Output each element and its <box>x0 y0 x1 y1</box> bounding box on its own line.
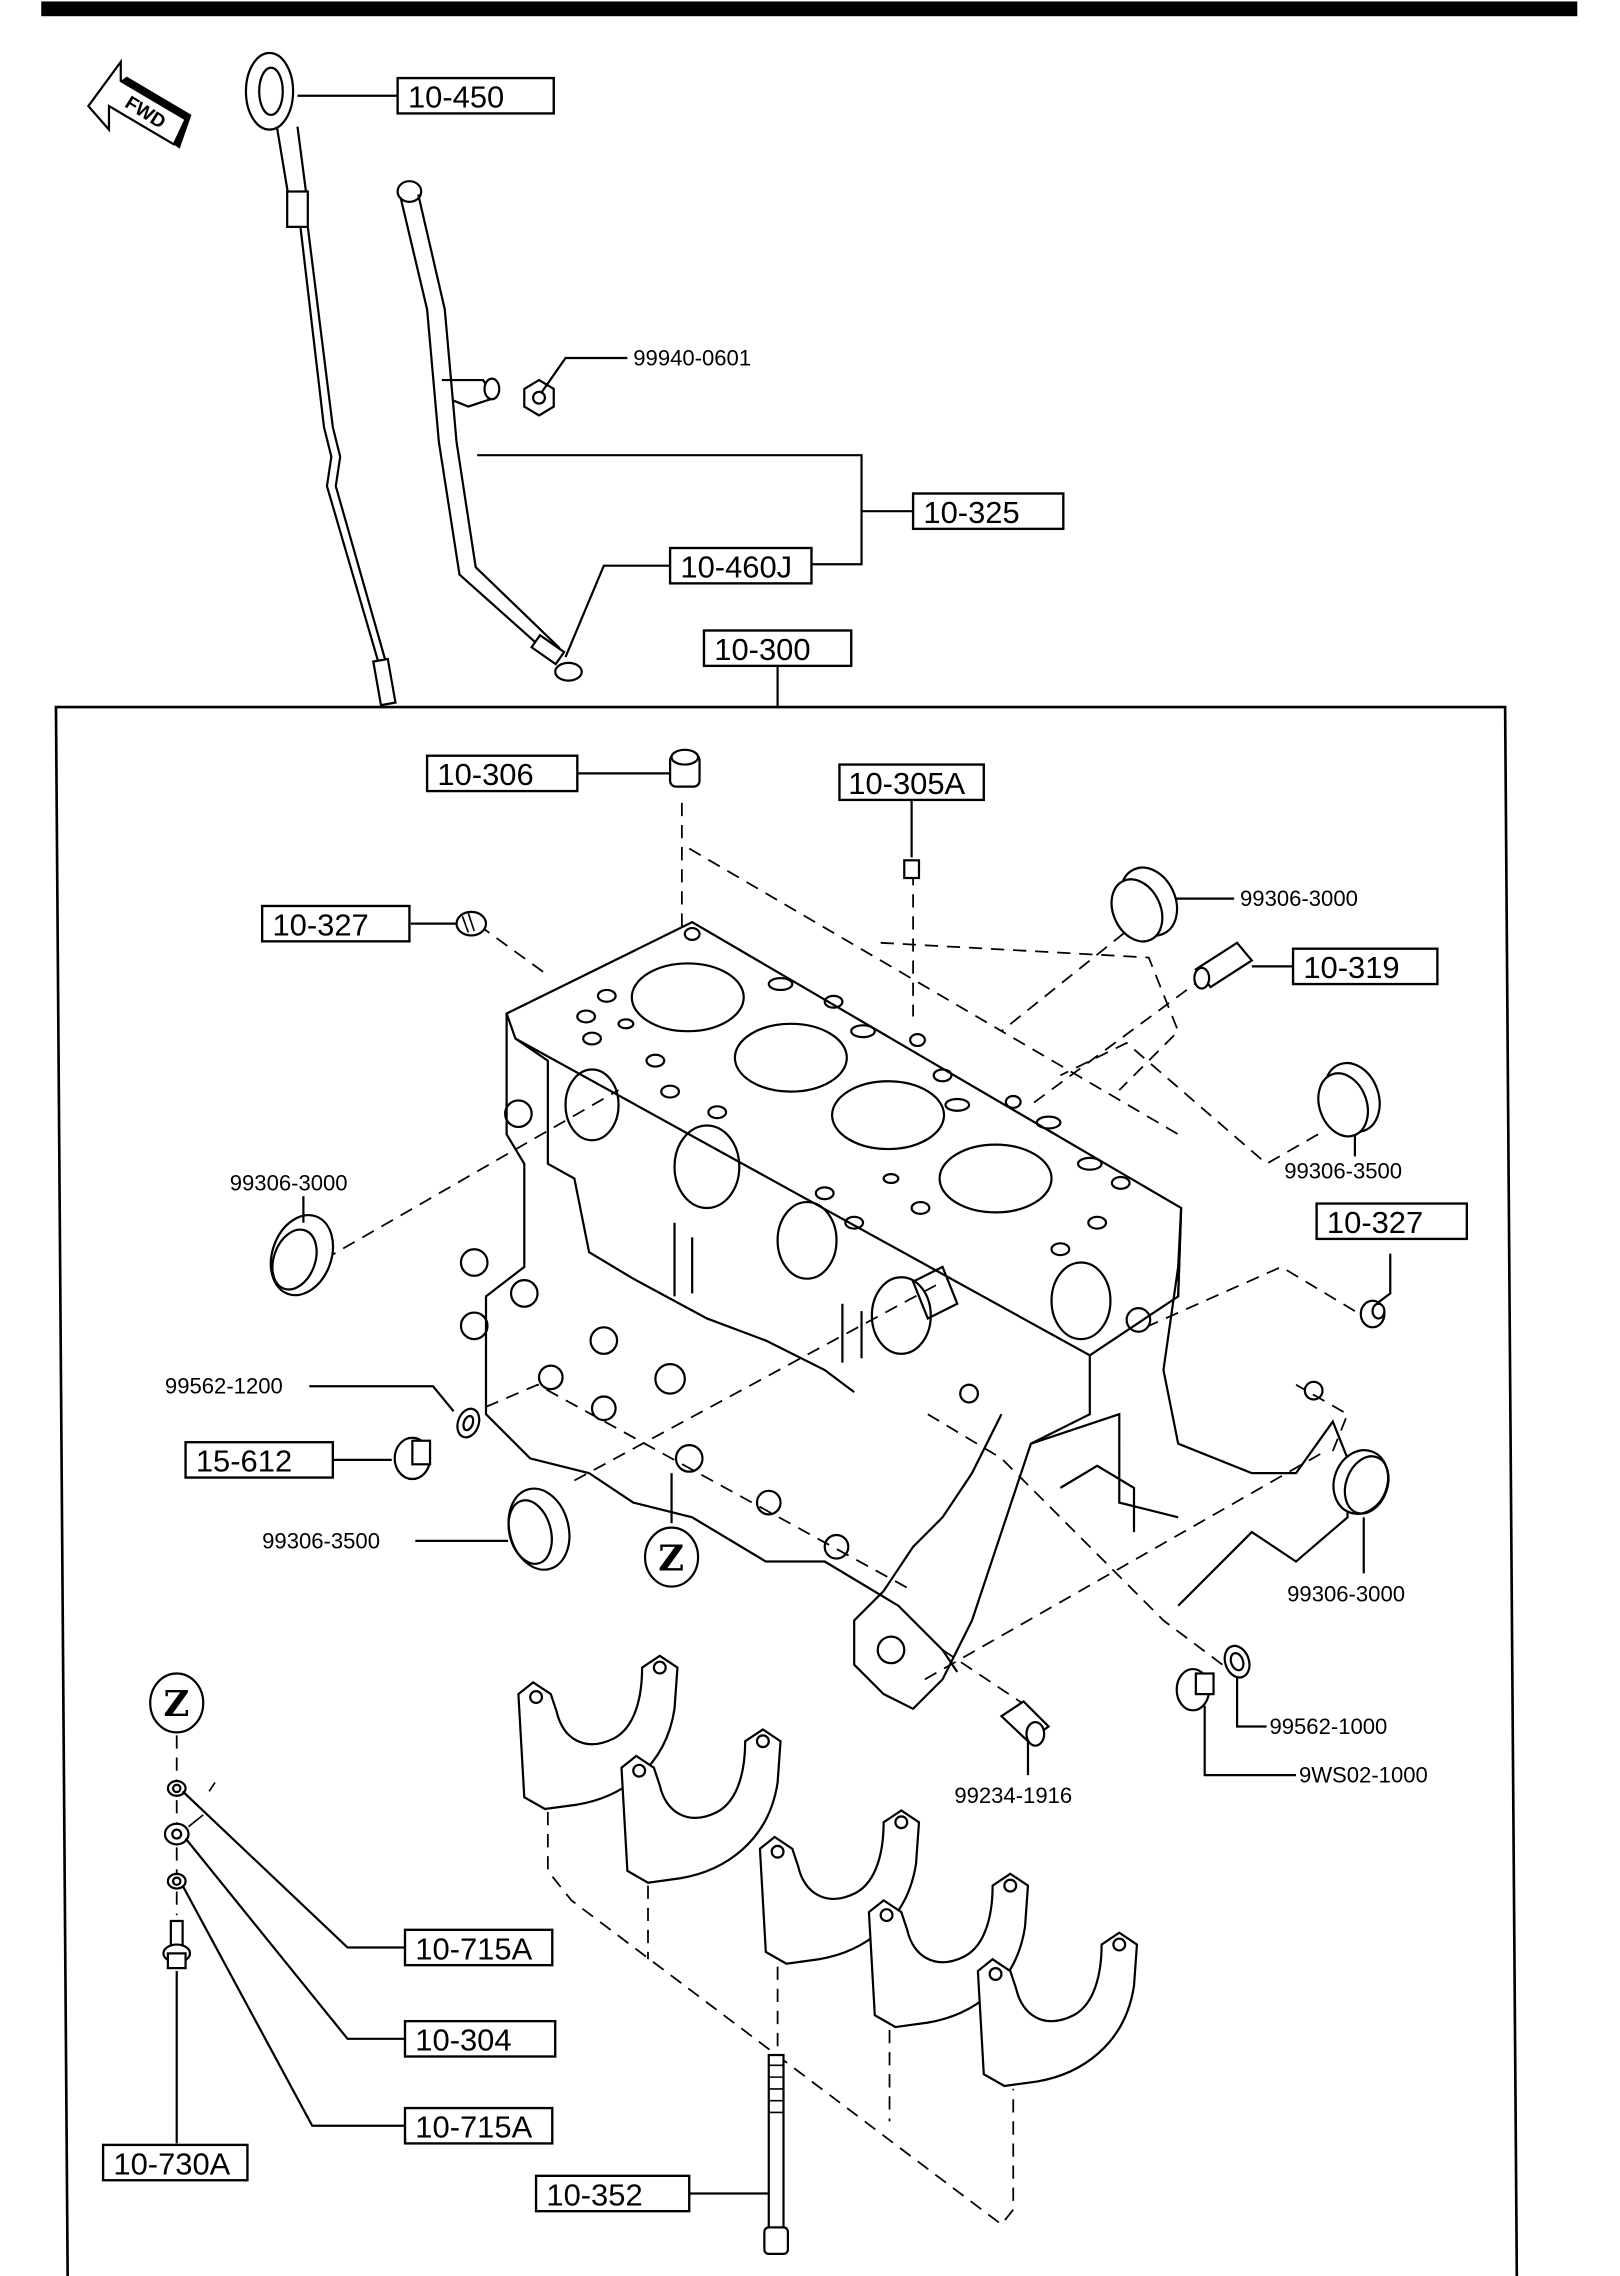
plug-cap-right-part <box>1317 1061 1381 1138</box>
main-bearing-bolt-part <box>763 2053 790 2256</box>
dipstick-part <box>244 51 397 707</box>
callout-10-304[interactable]: 10-304 <box>403 2019 557 2058</box>
callout-label: 10-450 <box>408 80 504 115</box>
dowel-top-part <box>668 748 701 788</box>
dipstick-tube-part <box>396 180 566 666</box>
callout-10-715A-upper[interactable]: 10-715A <box>403 1928 554 1967</box>
pn-99306-3000-lower[interactable]: 99306-3000 <box>1287 1581 1405 1606</box>
plug-right-part <box>1359 1299 1386 1329</box>
seal-lower-right-part <box>1332 1449 1390 1515</box>
oil-jet-part <box>163 1782 216 1846</box>
callout-label: 10-319 <box>1303 950 1399 985</box>
pn-99306-3500-lower[interactable]: 99306-3500 <box>262 1528 380 1553</box>
callout-label: 10-304 <box>415 2023 511 2058</box>
rear-plug-part <box>1175 1667 1215 1712</box>
main-bearing-caps <box>517 1654 1139 2226</box>
callout-10-319[interactable]: 10-319 <box>1291 947 1439 986</box>
callout-10-305A[interactable]: 10-305A <box>838 763 985 802</box>
callout-10-306[interactable]: 10-306 <box>425 754 579 793</box>
callout-label: 10-730A <box>113 2146 230 2181</box>
oil-jet-plug-part <box>903 859 921 880</box>
callout-label: 10-306 <box>437 757 533 792</box>
callout-label: 10-300 <box>714 632 810 667</box>
header-rule <box>41 1 1578 17</box>
pn-99562-1000[interactable]: 99562-1000 <box>1269 1714 1387 1739</box>
tube-nut-part <box>523 378 555 417</box>
pn-99306-3000-top[interactable]: 99306-3000 <box>1240 886 1358 911</box>
callout-10-715A-lower[interactable]: 10-715A <box>403 2106 554 2145</box>
assembly-frame <box>54 705 1519 2276</box>
callout-15-612[interactable]: 15-612 <box>184 1441 335 1479</box>
rear-washer-part <box>1223 1644 1251 1679</box>
callout-10-327-right[interactable]: 10-327 <box>1315 1202 1469 1241</box>
pn-99562-1200[interactable]: 99562-1200 <box>165 1374 283 1399</box>
assembly-dashed-lines <box>323 802 1356 1710</box>
cylinder-block-part <box>459 920 1349 1711</box>
pn-99234-1916[interactable]: 99234-1916 <box>954 1783 1072 1808</box>
ref-marker-z-lower: Z <box>149 1672 205 1734</box>
pn-99940-0601[interactable]: 99940-0601 <box>633 345 751 370</box>
drain-washer-part <box>456 1407 481 1439</box>
plug-left-part <box>455 910 488 937</box>
o-ring-part <box>554 661 583 682</box>
callout-label: 10-327 <box>272 907 368 942</box>
callout-label: 15-612 <box>196 1444 292 1479</box>
ref-marker-z-upper: Z <box>643 1526 700 1588</box>
callout-label: 10-352 <box>546 2177 642 2212</box>
callout-10-450[interactable]: 10-450 <box>396 76 555 115</box>
callout-label: 10-327 <box>1327 1205 1423 1240</box>
callout-10-325[interactable]: 10-325 <box>911 492 1065 531</box>
gasket-upper-part <box>166 1779 187 1797</box>
callout-label: 10-715A <box>415 2110 532 2145</box>
pn-99306-3000-left[interactable]: 99306-3000 <box>230 1170 348 1195</box>
callout-label: 10-325 <box>923 495 1019 530</box>
callout-10-300[interactable]: 10-300 <box>702 629 853 668</box>
svg-text:Z: Z <box>658 1538 684 1579</box>
dowel-bottom-part <box>999 1700 1051 1747</box>
sleeve-part <box>1193 941 1254 990</box>
plug-cap-top-part <box>1110 866 1179 943</box>
callout-10-327-left[interactable]: 10-327 <box>260 904 411 943</box>
callout-label: 10-305A <box>848 766 965 801</box>
callout-10-460J[interactable]: 10-460J <box>668 546 813 585</box>
bearing-cap <box>976 1931 1139 2088</box>
callout-label: 10-715A <box>415 1931 532 1966</box>
callout-10-352[interactable]: 10-352 <box>534 2174 691 2213</box>
pn-9WS02-1000[interactable]: 9WS02-1000 <box>1299 1762 1428 1787</box>
bearing-cap <box>620 1728 782 1884</box>
pn-99306-3500-right[interactable]: 99306-3500 <box>1284 1159 1402 1184</box>
svg-text:Z: Z <box>163 1684 189 1725</box>
drain-plug-part <box>393 1436 432 1481</box>
fwd-arrow-icon: FWD <box>86 58 192 149</box>
gasket-lower-part <box>166 1872 187 1890</box>
callout-label: 10-460J <box>680 549 792 584</box>
oil-jet-bolt-part <box>162 1919 192 1970</box>
seal-lower-left-part <box>507 1487 571 1571</box>
callout-10-730A[interactable]: 10-730A <box>101 2143 249 2182</box>
seal-left-part <box>269 1213 335 1297</box>
